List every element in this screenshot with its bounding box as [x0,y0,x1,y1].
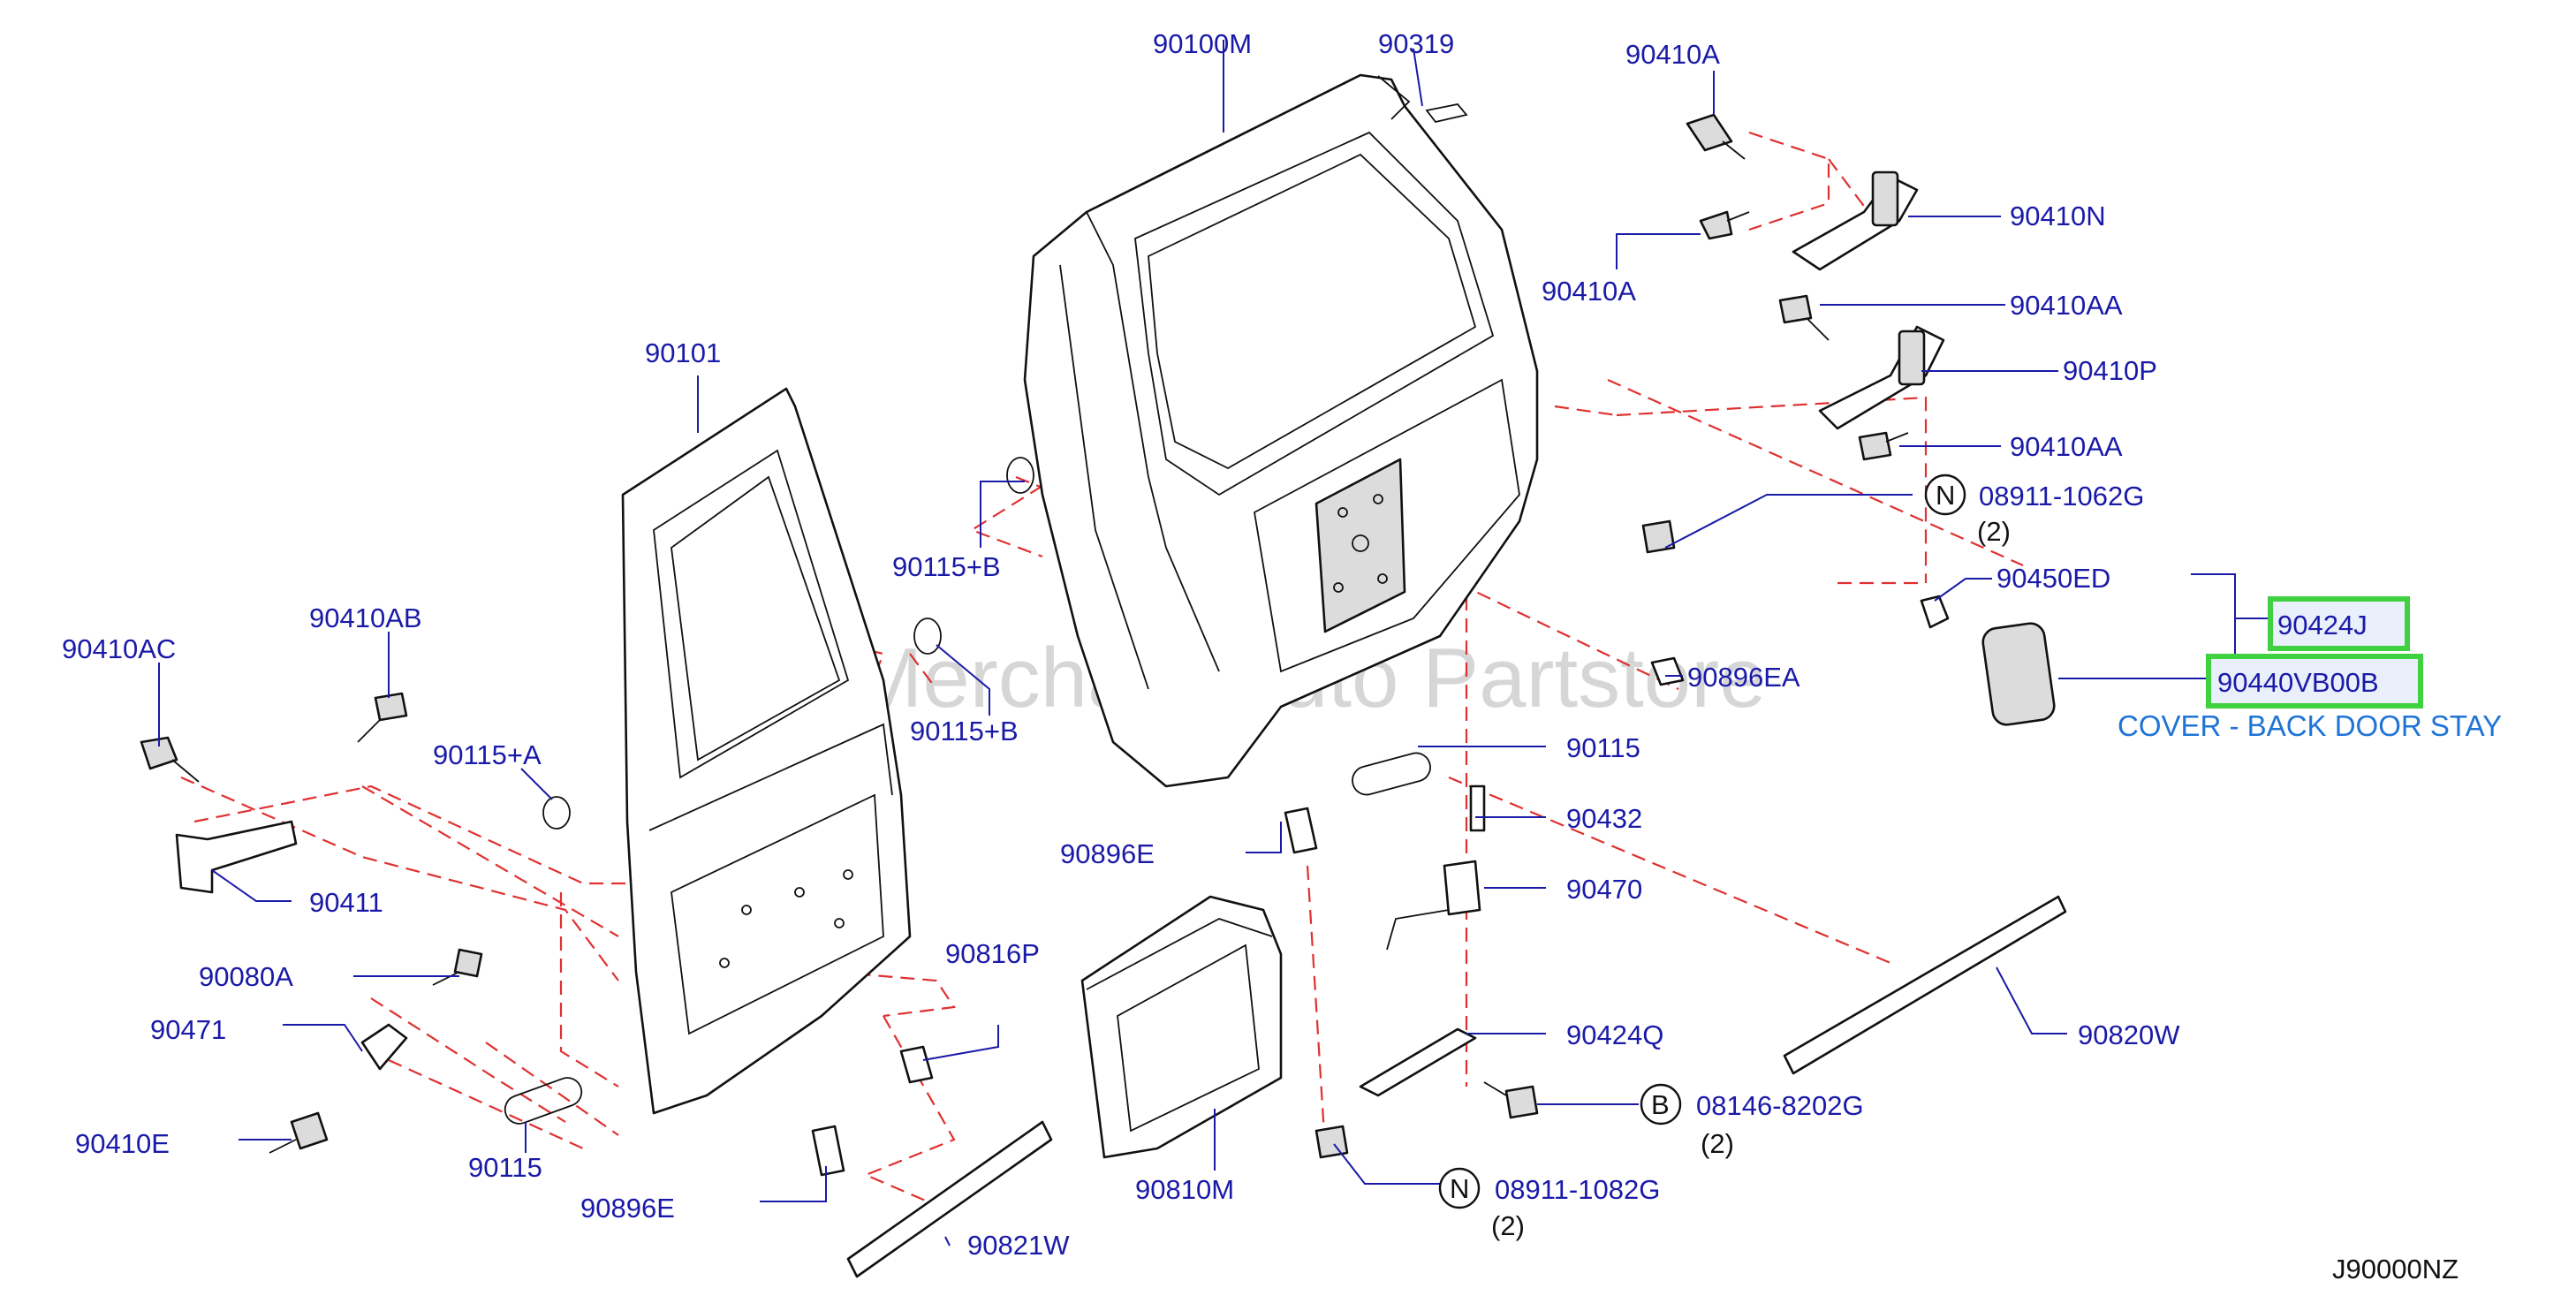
label-90410AB[interactable]: 90410AB [309,602,422,633]
label-90450ED[interactable]: 90450ED [1996,563,2110,594]
label-90424J[interactable]: 90424J [2277,610,2368,640]
label-90115-b-2[interactable]: 90115+B [910,716,1019,746]
circle-letter-b: B [1651,1089,1670,1120]
label-90115-a[interactable]: 90115+A [433,739,542,770]
label-90432[interactable]: 90432 [1566,803,1642,834]
leader-lines [158,40,2275,1247]
label-90115-b-1[interactable]: 90115+B [892,551,1001,582]
label-90080A[interactable]: 90080A [199,961,293,992]
hinge-90410N [1792,171,1919,271]
circle-marker-b [1640,1083,1682,1125]
label-90470[interactable]: 90470 [1566,874,1642,905]
small-parts [360,457,1950,1177]
label-90101[interactable]: 90101 [645,337,721,368]
label-90410P[interactable]: 90410P [2063,355,2157,386]
quantity-2-b: (2) [1701,1128,1734,1159]
label-90410A-top[interactable]: 90410A [1625,39,1720,70]
door-trim-90810M [1080,895,1283,1159]
label-90896EA[interactable]: 90896EA [1687,662,1800,693]
label-90100M[interactable]: 90100M [1153,28,1252,59]
label-90319[interactable]: 90319 [1378,28,1454,59]
label-90816P[interactable]: 90816P [945,938,1040,969]
label-90410A-mid[interactable]: 90410A [1542,276,1636,307]
label-90424Q[interactable]: 90424Q [1566,1019,1663,1050]
highlight-box-90440VB00B [2206,654,2423,709]
side-door-panel-90101 [621,387,912,1115]
label-90411[interactable]: 90411 [309,887,383,918]
circle-letter-n-2: N [1450,1173,1469,1204]
caption-cover-back-door-stay: COVER - BACK DOOR STAY [2118,709,2502,742]
highlight-box-90424J [2268,596,2410,651]
label-90896E-left[interactable]: 90896E [580,1193,675,1224]
bolts [140,113,1909,1159]
hinge-90410P [1818,325,1945,430]
circle-letter-n-1: N [1936,480,1955,511]
label-90410N[interactable]: 90410N [2010,201,2106,231]
label-90410AC[interactable]: 90410AC [62,633,176,664]
molding-90820W [1783,895,2067,1075]
label-90820W[interactable]: 90820W [2078,1019,2180,1050]
part-labels: 90100M 90319 90410A 90410N 90410A 90410A… [62,28,2502,1284]
circle-marker-n-1 [1924,474,1966,516]
label-08911-1082G[interactable]: 08911-1082G [1495,1174,1660,1205]
part-90319 [1425,103,1468,124]
label-08146-8202G[interactable]: 08146-8202G [1696,1090,1864,1121]
quantity-2-a: (2) [1977,516,2011,547]
label-90115-left[interactable]: 90115 [468,1152,542,1183]
quantity-2-c: (2) [1491,1210,1525,1241]
label-90821W[interactable]: 90821W [967,1230,1070,1261]
molding-90821W [846,1120,1053,1278]
label-08911-1062G[interactable]: 08911-1062G [1979,481,2144,512]
stay-cover-90440VB00B [1981,622,2056,726]
label-90410E[interactable]: 90410E [75,1128,170,1159]
circle-marker-n-2 [1438,1167,1481,1209]
label-90410AA-2[interactable]: 90410AA [2010,431,2123,462]
label-90410AA-1[interactable]: 90410AA [2010,290,2123,321]
label-90810M[interactable]: 90810M [1135,1174,1234,1205]
label-90471[interactable]: 90471 [150,1014,226,1045]
label-90896E-right[interactable]: 90896E [1060,838,1155,869]
assembly-dashed-lines [180,131,2024,1203]
back-door-panel-90100M [1023,73,1539,788]
label-90115-right[interactable]: 90115 [1566,732,1640,763]
label-90440VB00B[interactable]: 90440VB00B [2217,667,2379,698]
hinge-90411 [175,820,298,894]
diagram-code: J90000NZ [2332,1254,2459,1284]
